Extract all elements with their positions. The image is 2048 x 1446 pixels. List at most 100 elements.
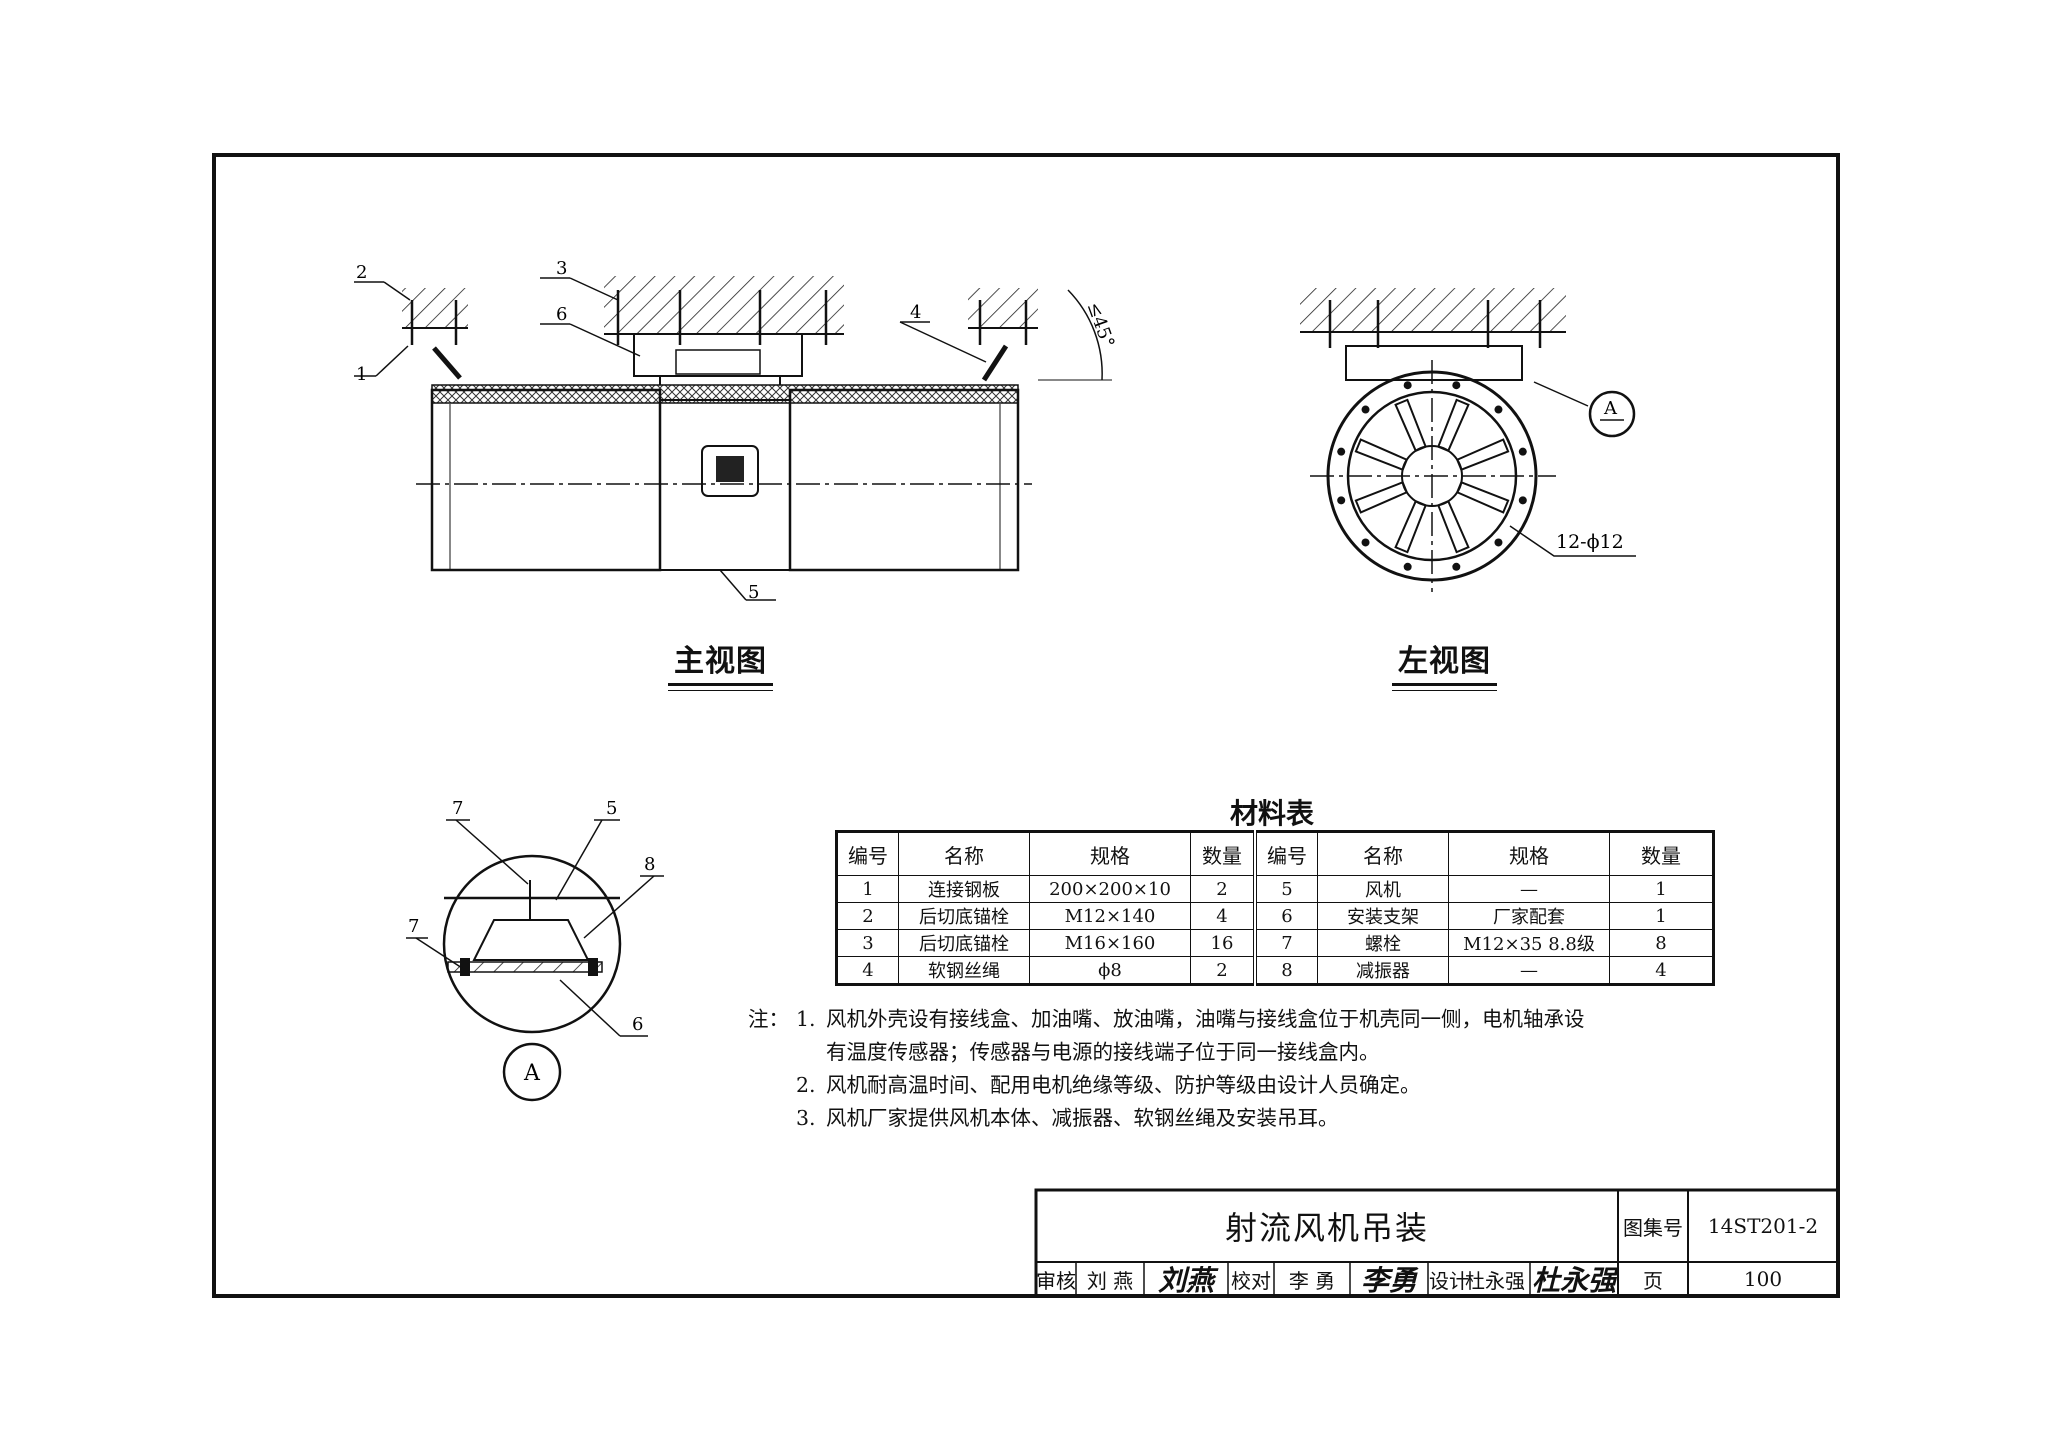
checker-signature: 李勇 — [1360, 1264, 1417, 1297]
table-row: 2 后切底锚栓 M12×140 4 6 安装支架 厂家配套 1 — [836, 902, 1714, 930]
note-text-continued: 有温度传感器；传感器与电源的接线端子位于同一接线盒内。 — [826, 1040, 1380, 1064]
bolt-hole-label: 12-ϕ12 — [1556, 531, 1624, 553]
col-header: 规格 — [1029, 831, 1191, 876]
wire-rope — [981, 344, 1009, 382]
fan-blades — [1354, 398, 1510, 554]
angle-label: ≤45° — [1083, 299, 1119, 350]
table-cell: 1 — [836, 875, 899, 903]
designer-signature: 杜永强 — [1531, 1264, 1616, 1297]
table-cell: 2 — [1190, 956, 1257, 985]
table-cell: 风机 — [1317, 875, 1449, 903]
bolt-hole — [1452, 562, 1461, 571]
col-header: 名称 — [1317, 831, 1449, 876]
col-header: 名称 — [898, 831, 1030, 876]
reviewer-name: 刘 燕 — [1086, 1268, 1134, 1293]
front-view: ≤45° 2 1 3 6 4 5 — [354, 258, 1118, 603]
page-number: 100 — [1743, 1267, 1783, 1291]
callout-3: 3 — [556, 258, 567, 279]
sheet-border — [212, 153, 1840, 1298]
mounting-bracket — [633, 333, 803, 377]
anchor-bolts — [410, 290, 1028, 345]
detail-callout-8: 8 — [644, 854, 655, 875]
wire-rope — [432, 346, 462, 380]
detail-leaders — [406, 819, 664, 1037]
table-header-row: 编号 名称 规格 数量 编号 名称 规格 数量 — [836, 831, 1714, 876]
table-cell: 1 — [1609, 902, 1714, 930]
table-cell: 软钢丝绳 — [898, 956, 1030, 985]
title-block: 射流风机吊装 图集号 14ST201-2 审核 刘 燕 刘燕 校对 李 勇 李勇… — [1036, 1190, 1838, 1297]
table-cell: 5 — [1254, 875, 1318, 903]
table-cell: 安装支架 — [1317, 902, 1449, 930]
bolt-hole — [1518, 447, 1527, 456]
note-item: 1.风机外壳设有接线盒、加油嘴、放油嘴，油嘴与接线盒位于机壳同一侧，电机轴承设 … — [796, 1003, 1585, 1069]
detail-circle — [442, 854, 622, 1034]
atlas-label: 图集号 — [1623, 1215, 1683, 1240]
table-row: 1 连接钢板 200×200×10 2 5 风机 — 1 — [836, 875, 1714, 903]
bolt-hole — [1361, 538, 1370, 547]
detail-callout-6: 6 — [632, 1014, 643, 1035]
note-text: 风机厂家提供风机本体、减振器、软钢丝绳及安装吊耳。 — [826, 1106, 1339, 1130]
detail-nut — [588, 958, 598, 976]
ceiling-slab — [968, 288, 1038, 328]
table-cell: 螺栓 — [1317, 929, 1449, 957]
col-header: 数量 — [1190, 831, 1257, 876]
note-number: 1. — [796, 1007, 816, 1031]
detail-callout-5: 5 — [606, 798, 617, 819]
fan-blade — [1354, 438, 1409, 471]
fan-blade — [1394, 398, 1427, 453]
table-cell: 4 — [1609, 956, 1714, 985]
left-view: A 12-ϕ12 — [1300, 288, 1636, 592]
note-item: 3.风机厂家提供风机本体、减振器、软钢丝绳及安装吊耳。 — [796, 1102, 1339, 1135]
table-cell: 减振器 — [1317, 956, 1449, 985]
table-cell: M12×140 — [1029, 902, 1191, 930]
front-view-title: 主视图 — [668, 636, 773, 691]
atlas-number: 14ST201-2 — [1707, 1214, 1819, 1238]
bolt-hole — [1494, 405, 1503, 414]
bolt-hole — [1403, 381, 1412, 390]
designer-name: 杜永强 — [1465, 1268, 1525, 1293]
table-cell: 4 — [836, 956, 899, 985]
table-row: 3 后切底锚栓 M16×160 16 7 螺栓 M12×35 8.8级 8 — [836, 929, 1714, 957]
table-cell: 8 — [1609, 929, 1714, 957]
material-table: 编号 名称 规格 数量 编号 名称 规格 数量 1 连接钢板 200×200×1… — [835, 830, 1715, 986]
table-cell: 后切底锚栓 — [898, 929, 1030, 957]
table-cell: 200×200×10 — [1029, 875, 1191, 903]
leader-A — [1533, 381, 1589, 407]
detail-callout-7: 7 — [452, 798, 463, 819]
detail-nut — [460, 958, 470, 976]
bolt-hole — [1452, 381, 1461, 390]
checker-name: 李 勇 — [1288, 1268, 1336, 1293]
table-cell: 2 — [836, 902, 899, 930]
bolt-hole — [1518, 496, 1527, 505]
table-cell: ϕ8 — [1029, 956, 1191, 985]
mounting-bracket — [1345, 345, 1523, 381]
bolt-hole — [1494, 538, 1503, 547]
col-header: 规格 — [1448, 831, 1610, 876]
fan-blade — [1354, 481, 1409, 514]
detail-marker-label: A — [1603, 398, 1618, 419]
junction-box-inner — [716, 456, 744, 482]
fan-hub-section — [659, 399, 791, 571]
junction-box — [701, 445, 759, 497]
callout-2: 2 — [356, 262, 367, 283]
drawing-title: 射流风机吊装 — [1224, 1209, 1429, 1247]
col-header: 编号 — [1254, 831, 1318, 876]
ceiling-slab — [604, 276, 844, 334]
table-cell: — — [1448, 956, 1610, 985]
angle-arc — [1067, 289, 1103, 381]
bolt-hole — [1403, 562, 1412, 571]
table-cell: 4 — [1190, 902, 1257, 930]
notes-prefix: 注： — [748, 1007, 789, 1031]
table-row: 4 软钢丝绳 ϕ8 2 8 减振器 — 4 — [836, 956, 1714, 985]
callout-5: 5 — [748, 582, 759, 603]
anchor-bolts — [1328, 300, 1542, 348]
table-cell: M12×35 8.8级 — [1448, 929, 1610, 957]
design-label: 设计 — [1429, 1268, 1469, 1293]
fan-blade — [1455, 481, 1510, 514]
bolt-holes — [1337, 381, 1527, 571]
material-table-title: 材料表 — [1230, 797, 1315, 830]
detail-a: 7 5 8 7 6 A — [406, 798, 664, 1102]
title-block-grid — [1034, 1188, 1840, 1298]
detail-label-circle — [502, 1042, 562, 1102]
